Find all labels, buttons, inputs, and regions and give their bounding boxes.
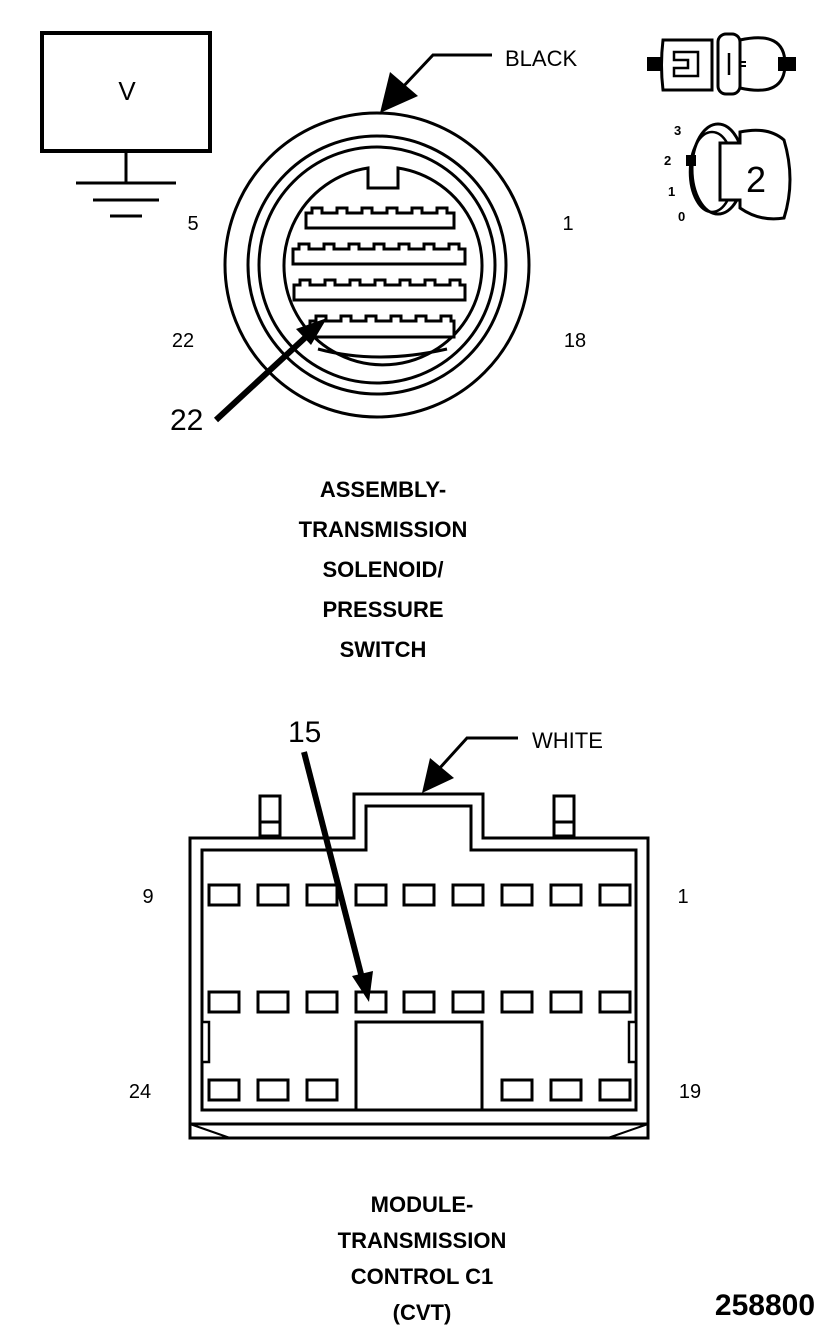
connector-1-round: BLACK 5 1 22 18 22 bbox=[170, 46, 586, 437]
connector-1-title-line-3: SOLENOID/ bbox=[322, 557, 443, 582]
connector-1-title: ASSEMBLY- TRANSMISSION SOLENOID/ PRESSUR… bbox=[299, 477, 468, 662]
ignition-position-1: 1 bbox=[668, 184, 675, 199]
connector-2-title-line-1: MODULE- bbox=[371, 1192, 474, 1217]
figure-id: 258800 bbox=[715, 1289, 815, 1322]
connector-2-right-latch-post bbox=[552, 794, 576, 838]
connector-2-callout-arrowhead bbox=[352, 971, 373, 1002]
connector-2-callout-line bbox=[301, 751, 365, 979]
connector-2-pin-label-top-left: 9 bbox=[142, 886, 153, 908]
ignition-key-number: 2 bbox=[746, 159, 766, 200]
connector-2-rectangular: 15 WHITE bbox=[129, 716, 701, 1140]
connector-2-title-line-3: CONTROL C1 bbox=[351, 1264, 494, 1289]
ignition-key-icon: 3 2 1 0 2 bbox=[664, 122, 792, 224]
connector-1-outer-ring bbox=[223, 111, 531, 419]
connector-1-callout-pin: 22 bbox=[170, 404, 203, 437]
connector-1-title-line-2: TRANSMISSION bbox=[299, 517, 468, 542]
connector-2-arrowhead bbox=[422, 758, 454, 793]
connector-1-title-line-1: ASSEMBLY- bbox=[320, 477, 446, 502]
connector-2-pin-label-top-right: 1 bbox=[677, 886, 688, 908]
connector-2-wire-color-leader bbox=[436, 736, 518, 772]
connector-1-wire-color-leader bbox=[398, 53, 492, 92]
connector-1-title-line-5: SWITCH bbox=[340, 637, 427, 662]
connector-2-title-line-4: (CVT) bbox=[393, 1300, 452, 1325]
connector-2-left-latch-post bbox=[258, 794, 282, 838]
connector-1-pin-label-top-right: 1 bbox=[562, 213, 573, 235]
connector-1-pin-row-3 bbox=[292, 278, 467, 302]
connector-1-pin-row-2 bbox=[291, 242, 467, 266]
connector-2-wire-color: WHITE bbox=[532, 728, 603, 753]
connector-1-callout-arrowhead bbox=[296, 318, 327, 345]
connector-2-left-side-tab bbox=[200, 1020, 211, 1064]
connector-disconnected-icon bbox=[647, 32, 796, 96]
voltmeter-label: V bbox=[118, 76, 136, 106]
connector-1-title-line-4: PRESSURE bbox=[322, 597, 443, 622]
connector-2-title: MODULE- TRANSMISSION CONTROL C1 (CVT) bbox=[338, 1192, 507, 1325]
connector-1-ring-3 bbox=[257, 145, 497, 385]
connector-2-pin-label-bottom-left: 24 bbox=[129, 1081, 151, 1103]
connector-2-pin-label-bottom-right: 19 bbox=[679, 1081, 701, 1103]
connector-1-wire-color: BLACK bbox=[505, 46, 577, 71]
connector-2-title-line-2: TRANSMISSION bbox=[338, 1228, 507, 1253]
ignition-position-2: 2 bbox=[664, 153, 671, 168]
connector-2-callout-pin: 15 bbox=[288, 716, 321, 749]
connector-1-callout-line bbox=[213, 332, 311, 423]
connector-1-pin-label-top-left: 5 bbox=[187, 213, 198, 235]
ignition-position-0: 0 bbox=[678, 209, 685, 224]
connector-1-arrowhead bbox=[380, 72, 418, 113]
connector-1-pin-label-bottom-left: 22 bbox=[172, 330, 194, 352]
connector-2-housing-outer bbox=[188, 792, 650, 1140]
connector-2-right-side-tab bbox=[627, 1020, 638, 1064]
connector-2-pin-row-top bbox=[207, 883, 632, 907]
connector-1-ring-2 bbox=[246, 134, 508, 396]
connector-2-pin-row-middle bbox=[207, 990, 632, 1014]
connector-2-center-key bbox=[354, 1020, 484, 1112]
voltmeter-ground-symbol: V bbox=[40, 31, 212, 218]
connector-1-pin-row-1 bbox=[304, 206, 456, 230]
connector-1-inner-bottom-arc bbox=[317, 347, 448, 359]
connector-2-pin-row-bottom bbox=[207, 1078, 632, 1102]
connector-1-pin-label-bottom-right: 18 bbox=[564, 330, 586, 352]
ignition-position-3: 3 bbox=[674, 123, 681, 138]
